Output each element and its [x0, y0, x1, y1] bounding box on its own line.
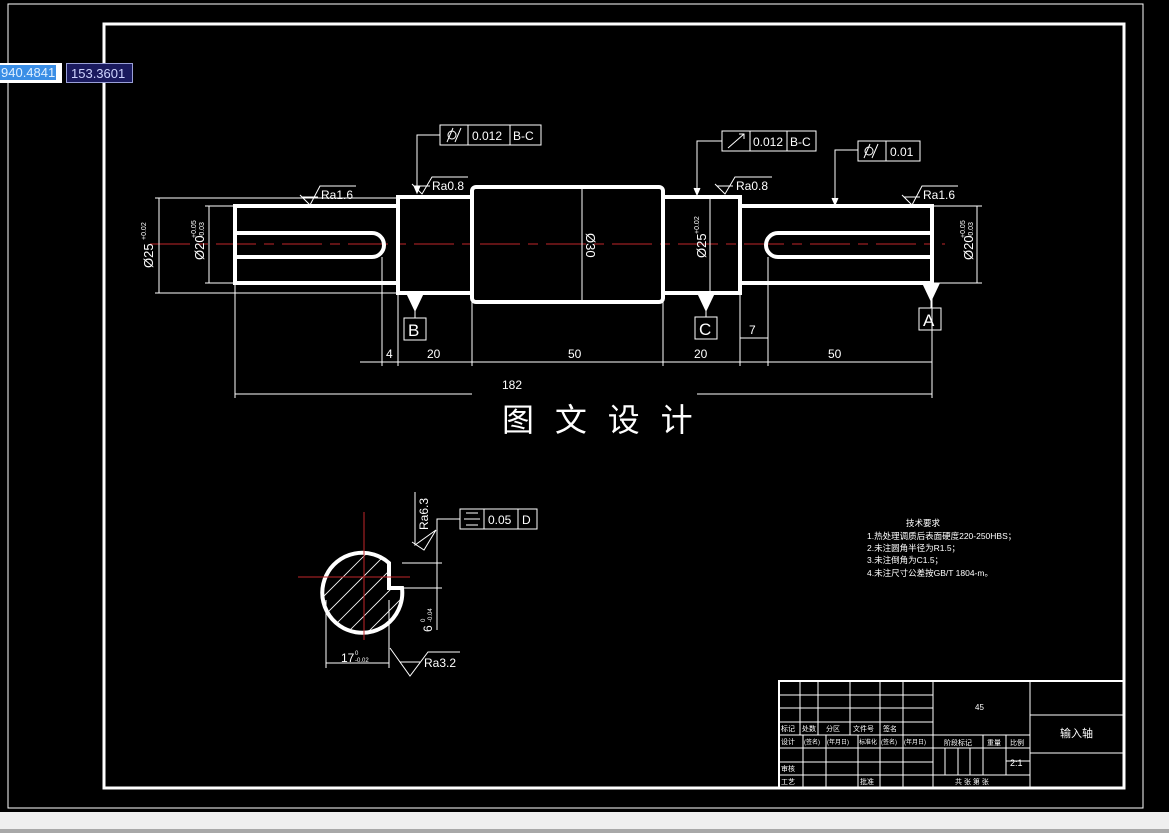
svg-text:(签名): (签名) — [804, 738, 820, 746]
svg-text:技术要求: 技术要求 — [906, 518, 941, 528]
dim-length-3: 20 — [694, 347, 708, 361]
svg-text:-0.03: -0.03 — [968, 222, 975, 238]
dim-right-end: Ø20 — [961, 235, 976, 260]
outer-frame — [7, 3, 1144, 809]
datum-b: B — [408, 321, 419, 340]
svg-text:+0.05: +0.05 — [960, 220, 967, 238]
bearing-segment-b — [396, 195, 474, 295]
tolerance-frames — [413, 124, 921, 207]
svg-text:共 张 第 张: 共 张 第 张 — [955, 777, 989, 786]
svg-text:审核: 审核 — [781, 764, 795, 773]
section-width: 17 — [341, 651, 355, 665]
scale-value: 2:1 — [1010, 758, 1023, 768]
dim-center: Ø30 — [583, 233, 598, 258]
dim-length-4: 7 — [749, 323, 756, 337]
dim-left-outer: Ø25 — [141, 243, 156, 268]
svg-text:批准: 批准 — [860, 777, 874, 786]
svg-text:0.012: 0.012 — [753, 135, 783, 149]
svg-text:3.未注倒角为C1.5；: 3.未注倒角为C1.5； — [867, 555, 943, 565]
dim-total-length: 182 — [502, 378, 522, 392]
svg-text:文件号: 文件号 — [853, 724, 874, 733]
roughness-right-end: Ra1.6 — [923, 188, 955, 202]
svg-text:-0.02: -0.02 — [355, 658, 369, 664]
dim-right-bearing: Ø25 — [694, 233, 709, 258]
watermark: 图 文 设 计 — [502, 402, 699, 438]
material: 45 — [975, 703, 984, 712]
svg-text:签名: 签名 — [883, 724, 897, 733]
roughness-left-end: Ra1.6 — [321, 188, 353, 202]
y-coordinate-input[interactable]: 153.3601 — [66, 63, 133, 83]
svg-text:0: 0 — [421, 618, 427, 622]
svg-text:设计: 设计 — [781, 737, 795, 746]
svg-text:标准化: 标准化 — [859, 738, 877, 746]
right-keyway — [764, 231, 930, 259]
svg-text:1.热处理调质后表面硬度220-250HBS；: 1.热处理调质后表面硬度220-250HBS； — [867, 531, 1016, 541]
roughness-b: Ra0.8 — [432, 179, 464, 193]
svg-text:0: 0 — [355, 651, 359, 657]
datum-markers — [403, 283, 942, 341]
svg-text:+0.02: +0.02 — [694, 216, 701, 234]
diameter-dimensions — [155, 187, 982, 302]
cad-drawing-canvas[interactable]: Ø25 +0.02 Ø20 +0.05 -0.03 Ø30 Ø25 +0.02 … — [0, 0, 1169, 812]
svg-text:0.012: 0.012 — [472, 129, 502, 143]
roughness-c: Ra0.8 — [736, 179, 768, 193]
left-keyway — [237, 231, 386, 259]
dim-left-end: Ø20 — [192, 235, 207, 260]
svg-text:B-C: B-C — [790, 135, 811, 149]
svg-text:0.01: 0.01 — [890, 145, 914, 159]
svg-text:+0.02: +0.02 — [141, 222, 148, 240]
svg-text:(年月日): (年月日) — [904, 738, 926, 746]
dim-length-5: 50 — [828, 347, 842, 361]
svg-text:2.未注圆角半径为R1.5；: 2.未注圆角半径为R1.5； — [867, 543, 960, 553]
svg-text:0.05: 0.05 — [488, 513, 512, 527]
inner-frame — [102, 22, 1126, 790]
svg-text:-0.03: -0.03 — [199, 222, 206, 238]
part-name: 输入轴 — [1060, 726, 1093, 740]
section-keyway-depth: 6 — [421, 625, 435, 632]
svg-text:-0.04: -0.04 — [428, 608, 434, 622]
svg-text:分区: 分区 — [826, 724, 840, 733]
svg-text:比例: 比例 — [1010, 738, 1024, 747]
svg-text:工艺: 工艺 — [781, 778, 795, 786]
dim-length-1: 20 — [427, 347, 441, 361]
svg-text:(签名): (签名) — [881, 738, 897, 746]
svg-text:D: D — [522, 513, 531, 527]
svg-text:+0.05: +0.05 — [191, 220, 198, 238]
svg-text:(年月日): (年月日) — [827, 738, 849, 746]
svg-text:处数: 处数 — [802, 724, 816, 733]
section-roughness-bottom: Ra3.2 — [424, 656, 456, 670]
dim-length-2: 50 — [568, 347, 582, 361]
title-block: 标记 处数 分区 文件号 签名 设计 (签名) (年月日) 标准化 (签名) (… — [778, 680, 1125, 789]
status-bar — [0, 812, 1169, 833]
right-end-segment — [738, 204, 934, 285]
svg-text:阶段标记: 阶段标记 — [944, 738, 972, 747]
svg-text:标记: 标记 — [781, 724, 795, 733]
section-roughness-top: Ra6.3 — [417, 498, 431, 530]
svg-text:B-C: B-C — [513, 129, 534, 143]
dim-length-0: 4 — [386, 347, 393, 361]
tech-requirements: 技术要求 1.热处理调质后表面硬度220-250HBS； 2.未注圆角半径为R1… — [867, 518, 1016, 578]
drawing-svg: Ø25 +0.02 Ø20 +0.05 -0.03 Ø30 Ø25 +0.02 … — [7, 3, 1144, 809]
svg-text:重量: 重量 — [987, 739, 1001, 747]
x-coordinate-input[interactable]: 940.4841 — [0, 63, 62, 83]
datum-c: C — [699, 320, 711, 339]
datum-a: A — [923, 311, 935, 330]
length-dimensions — [234, 257, 933, 398]
svg-text:4.未注尺寸公差按GB/T 1804-m。: 4.未注尺寸公差按GB/T 1804-m。 — [867, 568, 993, 578]
